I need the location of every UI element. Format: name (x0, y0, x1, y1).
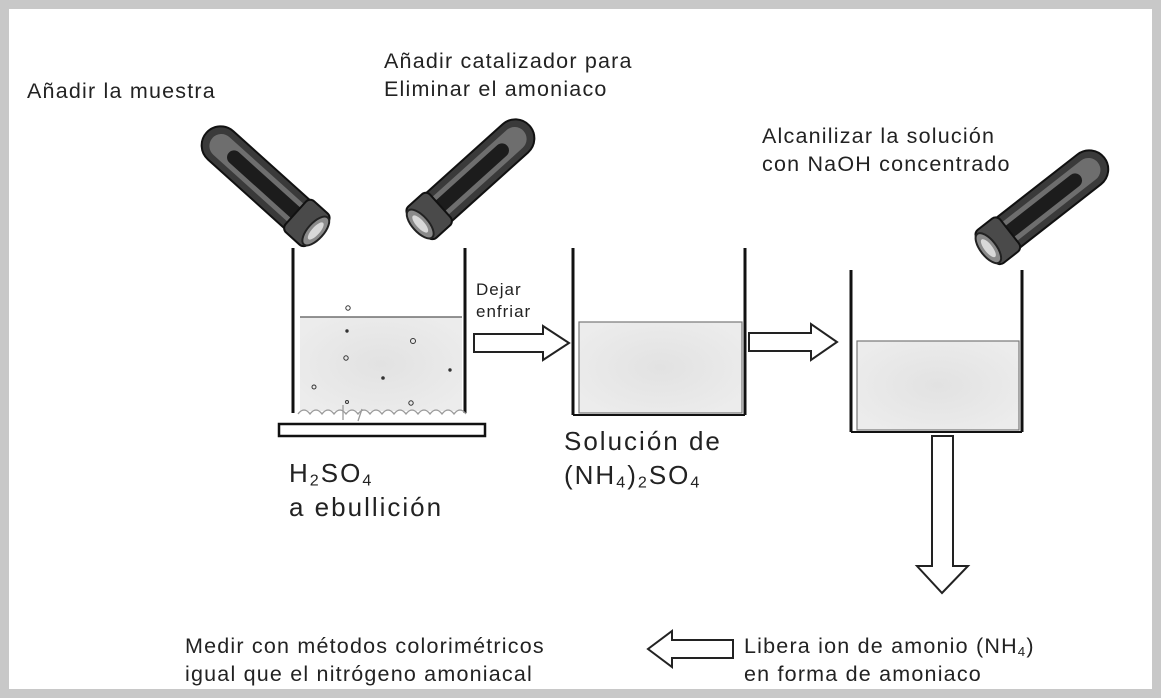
sample-tube-icon (191, 116, 337, 253)
alkalize-label: Alcanilizar la solución con NaOH concent… (762, 124, 1011, 176)
ammonium-sulfate-formula: (NH4)2SO4 (564, 460, 702, 492)
let-cool-label: Dejar enfriar (476, 280, 532, 321)
sulfuric-acid-formula: H2SO4 (289, 458, 374, 490)
boiling-acid-label: H2SO4 a ebullición (289, 458, 444, 522)
bubbles (311, 305, 452, 406)
release-arrow-icon (914, 435, 971, 595)
measure-label: Medir con métodos colorimétricos igual q… (185, 634, 545, 686)
hot-plate (277, 422, 487, 438)
releases-ammonium-label: Libera ion de amonio (NH4) en forma de a… (744, 634, 1035, 686)
add-catalyst-label: Añadir catalizador para Eliminar el amon… (384, 49, 633, 101)
add-sample-label: Añadir la muestra (27, 79, 216, 103)
catalyst-tube-icon (399, 109, 545, 246)
alkaline-beaker (849, 270, 1024, 433)
heat-marks (297, 405, 467, 422)
cool-arrow-icon (473, 324, 571, 362)
transfer-arrow-icon (748, 322, 839, 362)
solution-beaker (571, 248, 747, 416)
boiling-beaker (291, 248, 467, 413)
solution-label: Solución de (NH4)2SO4 (564, 426, 722, 492)
measure-arrow-icon (646, 629, 734, 669)
